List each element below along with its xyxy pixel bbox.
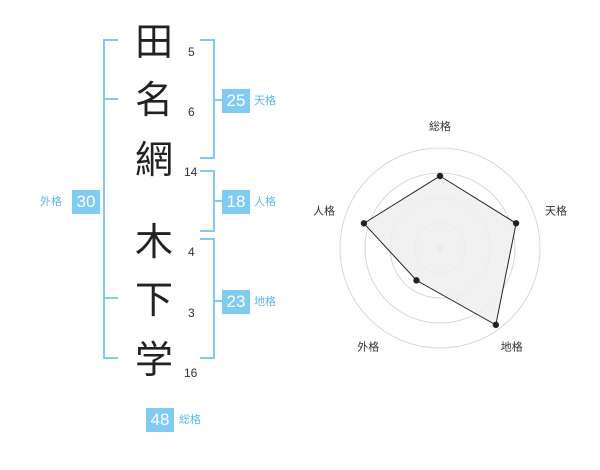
soukaku-label: 総格 (179, 413, 201, 426)
radar-polygon (363, 175, 517, 326)
surname-char-1: 田 (134, 20, 173, 64)
given-char-2: 下 (134, 278, 173, 322)
radar-axis-label-1: 天格 (545, 203, 567, 217)
given-char-3: 学 (134, 338, 173, 382)
soukaku-value: 48 (146, 408, 174, 432)
surname-char-2: 名 (134, 78, 173, 122)
given-strokes-2: 3 (188, 306, 195, 320)
radar-ring-4 (339, 147, 541, 349)
jinkaku-value: 18 (222, 190, 250, 214)
radar-axis-label-0: 総格 (429, 119, 451, 133)
bracket-lines (103, 39, 222, 359)
radar-point-1 (512, 220, 520, 227)
radar-point-2 (492, 321, 500, 329)
radar-point-4 (360, 220, 368, 227)
surname-strokes-1: 5 (188, 45, 195, 59)
tenkaku-label: 天格 (254, 94, 276, 107)
radar-axis-label-4: 人格 (313, 203, 335, 217)
chikaku-bracket (200, 238, 215, 359)
tenkaku-value: 25 (222, 89, 250, 113)
radar-point-0 (436, 172, 444, 180)
gaikaku-label: 外格 (40, 195, 62, 208)
radar-series (360, 172, 520, 329)
gaikaku-value: 30 (72, 190, 100, 214)
surname-char-3: 網 (134, 138, 173, 182)
tenkaku-bracket (200, 39, 215, 159)
surname-strokes-2: 6 (188, 105, 195, 119)
surname-strokes-3: 14 (184, 165, 198, 179)
radar-point-3 (413, 277, 420, 284)
gaikaku-bracket (103, 39, 118, 359)
chikaku-value: 23 (222, 290, 250, 314)
jinkaku-bracket (200, 170, 215, 232)
given-strokes-1: 4 (188, 245, 195, 259)
given-char-1: 木 (134, 220, 173, 264)
radar-axis-label-3: 外格 (357, 340, 379, 354)
chikaku-label: 地格 (254, 295, 276, 308)
jinkaku-label: 人格 (254, 195, 276, 208)
radar-axis-label-2: 地格 (501, 340, 523, 354)
given-strokes-3: 16 (184, 366, 198, 380)
